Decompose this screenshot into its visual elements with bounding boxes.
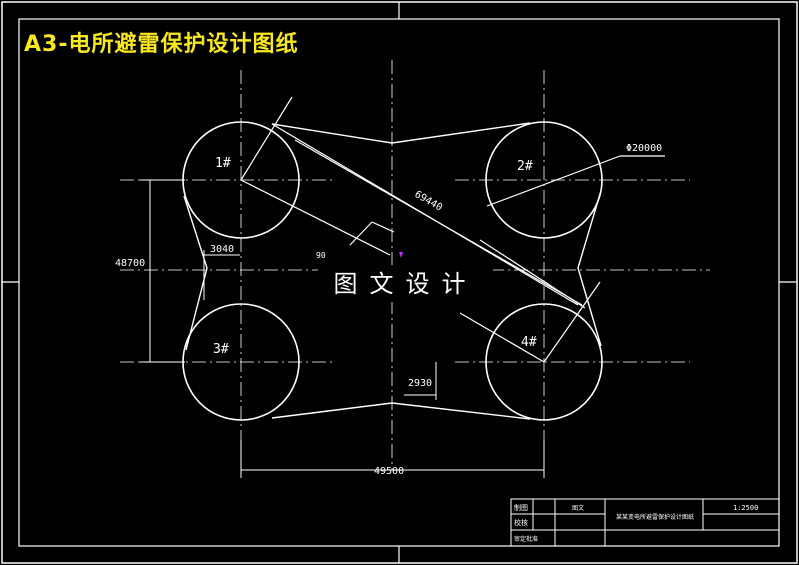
circle-4	[485, 303, 603, 421]
dim-gap-bottom: 2930	[408, 378, 432, 389]
circle-label-1: 1#	[215, 156, 231, 171]
title-block-row3-label: 审定批准	[514, 535, 538, 543]
dim-small: 90	[316, 251, 326, 260]
title-block-designer: 图文	[572, 504, 584, 512]
dim-vertical: 48700	[115, 258, 145, 269]
dim-diameter: Φ20000	[626, 143, 662, 154]
title-block-row1-label: 制图	[514, 503, 528, 512]
center-lines	[120, 60, 710, 470]
watermark: 图文设计	[318, 266, 493, 302]
dim-horizontal: 49500	[374, 466, 404, 477]
circle-label-3: 3#	[213, 342, 229, 357]
circle-label-2: 2#	[517, 159, 533, 174]
dimension-lines	[140, 179, 545, 478]
marker	[399, 252, 403, 258]
title-block	[510, 498, 780, 547]
protection-envelope	[183, 122, 602, 420]
dim-gap-left: 3040	[210, 244, 234, 255]
title-block-row2-label: 校核	[514, 518, 528, 527]
construction-lines	[240, 96, 665, 363]
title-block-scale: 1:2500	[733, 504, 758, 512]
circle-label-4: 4#	[521, 335, 537, 350]
drawing-title: A3-电所避雷保护设计图纸	[24, 32, 299, 57]
circle-2	[485, 121, 603, 239]
title-block-project: 某某变电所避雷保护设计图纸	[616, 513, 694, 521]
